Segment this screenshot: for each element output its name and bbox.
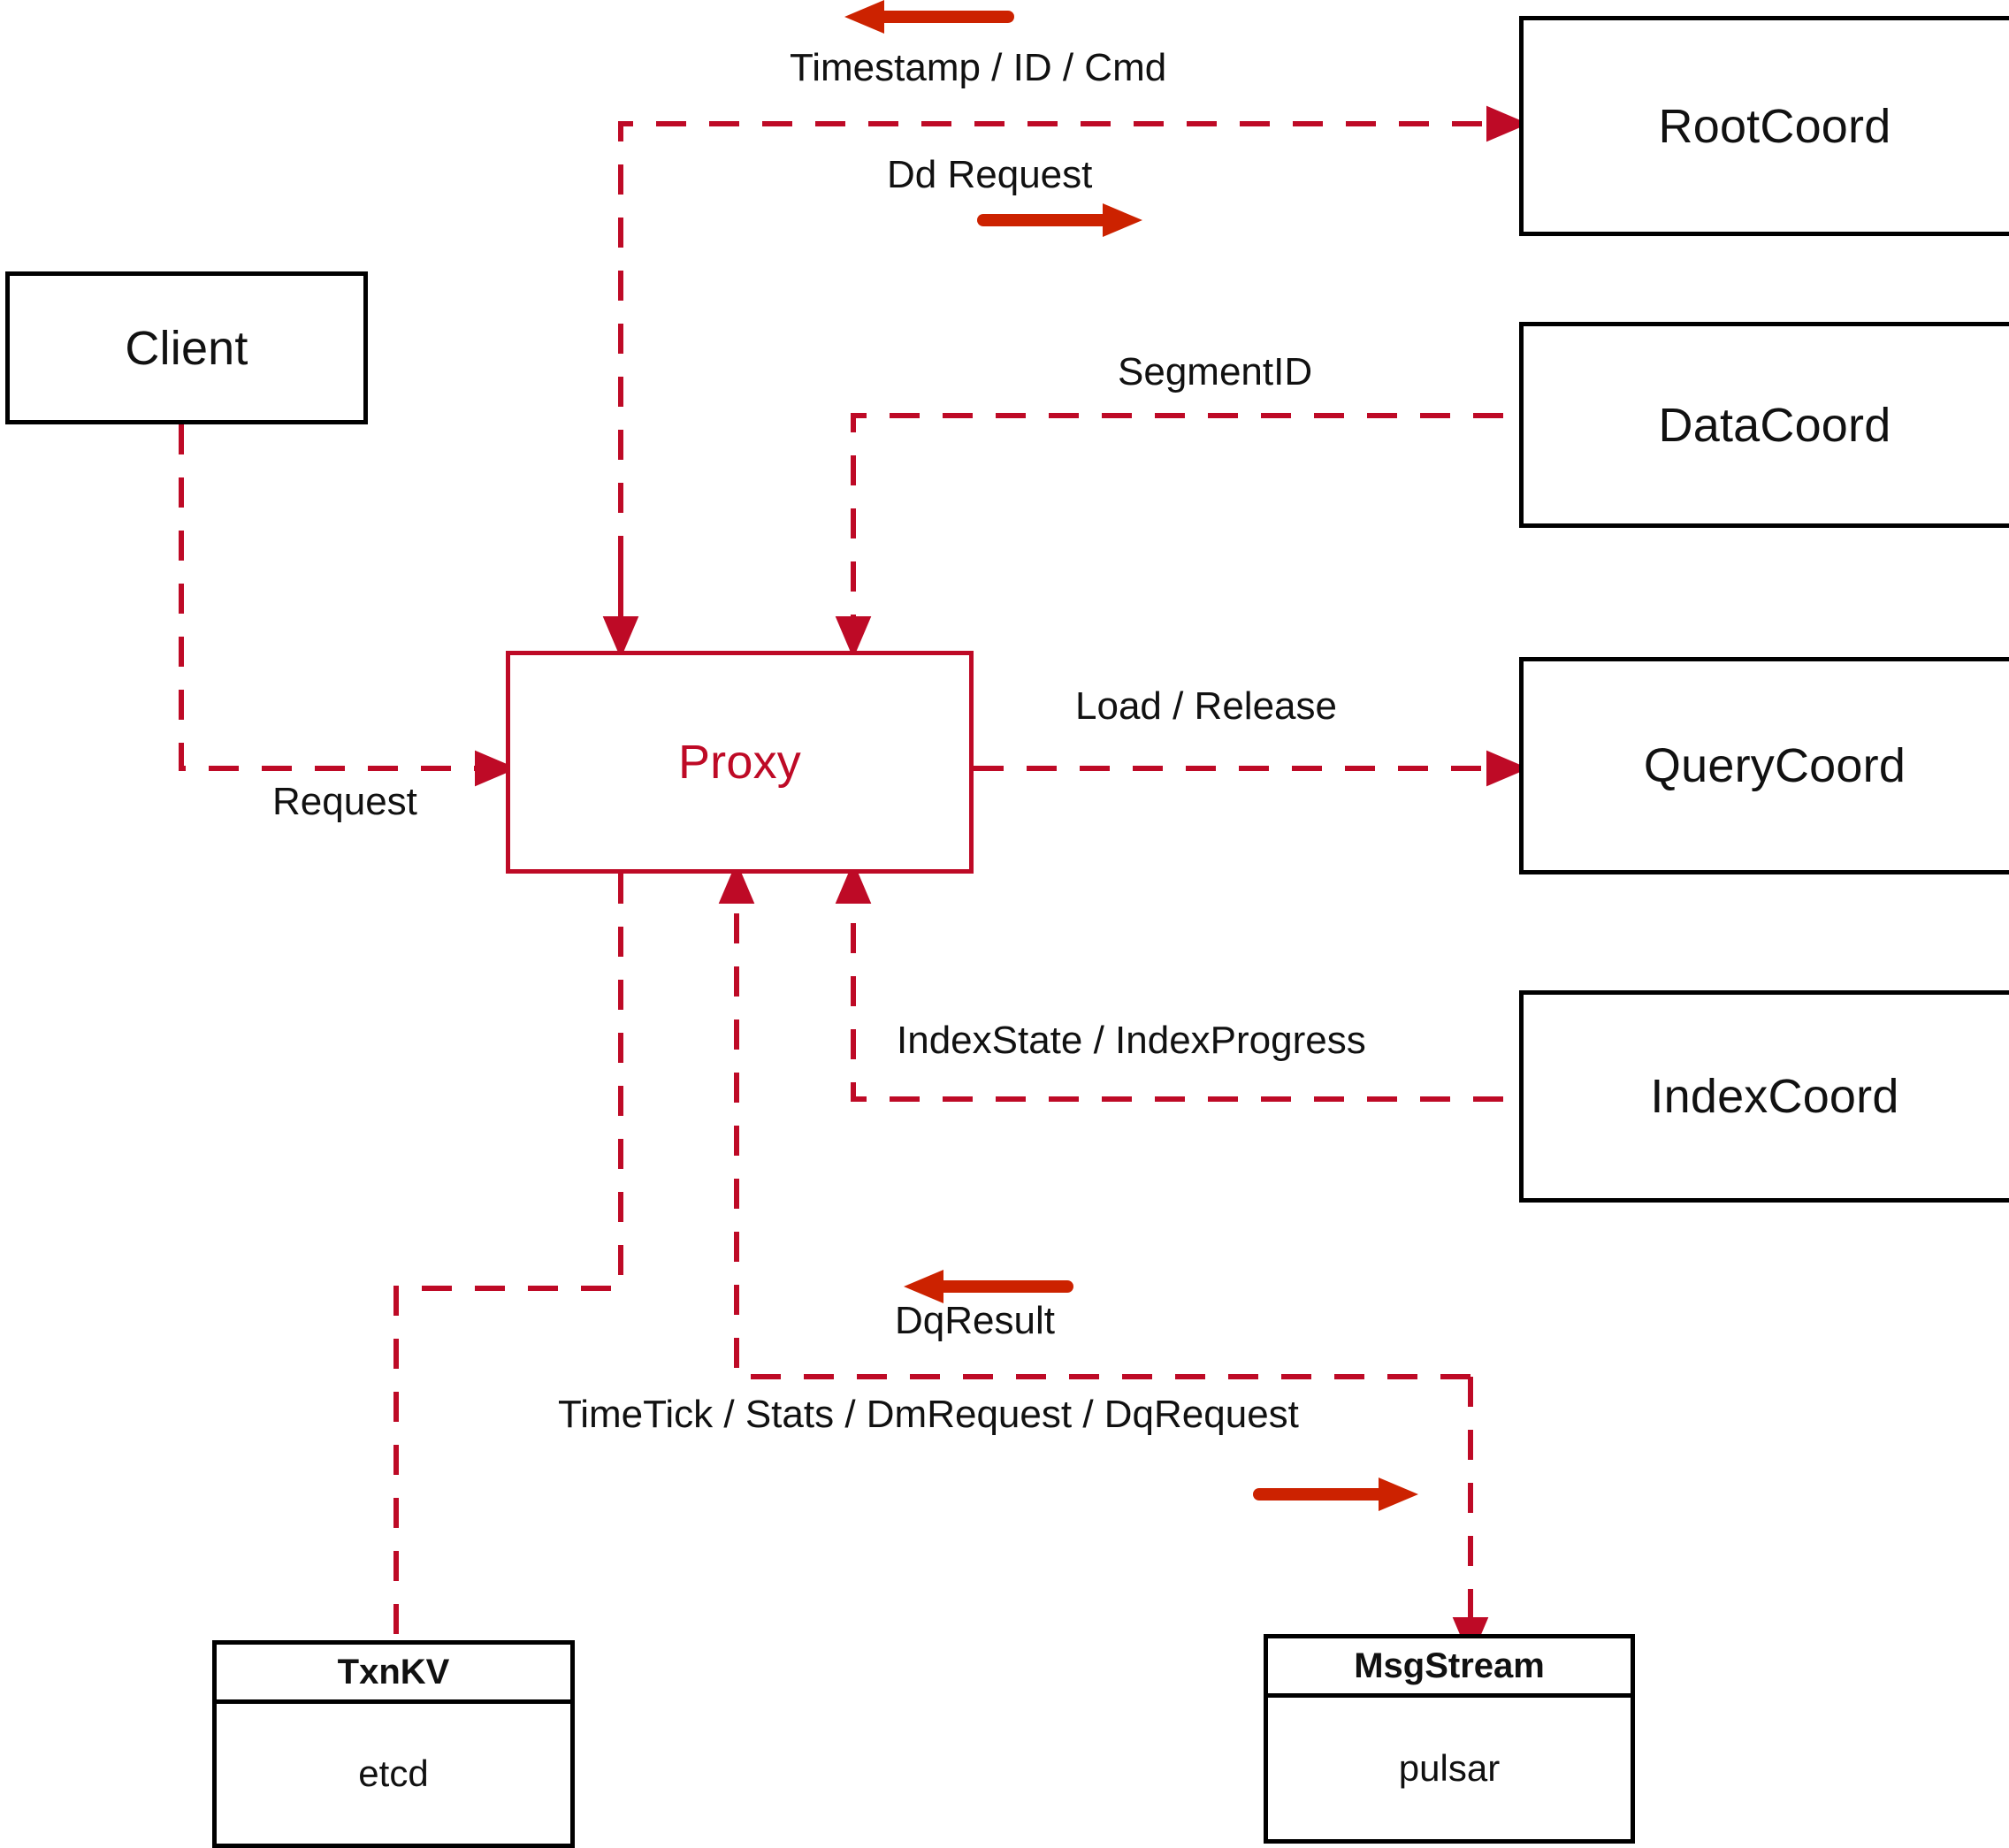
- node-client-label: Client: [125, 321, 248, 375]
- node-msgstream-body: pulsar: [1268, 1698, 1631, 1839]
- node-txnkv[interactable]: TxnKV etcd: [212, 1640, 575, 1848]
- direction-arrow-timestamp-icon: [844, 0, 1014, 34]
- node-querycoord-label: QueryCoord: [1643, 739, 1906, 792]
- node-proxy[interactable]: Proxy: [506, 651, 974, 874]
- node-proxy-label: Proxy: [677, 736, 802, 789]
- edge-label-request: Request: [272, 780, 417, 823]
- edge-proxy-to-txnkv: [393, 874, 623, 1640]
- node-client[interactable]: Client: [5, 271, 368, 424]
- node-datacoord[interactable]: DataCoord: [1519, 322, 2009, 528]
- node-txnkv-header: TxnKV: [217, 1645, 570, 1704]
- edge-label-load-release: Load / Release: [1075, 684, 1337, 728]
- node-msgstream[interactable]: MsgStream pulsar: [1264, 1634, 1635, 1844]
- edge-proxy-to-rootcoord: [618, 105, 1529, 619]
- edge-client-to-proxy: [179, 424, 517, 787]
- node-msgstream-header: MsgStream: [1268, 1638, 1631, 1698]
- node-indexcoord[interactable]: IndexCoord: [1519, 990, 2009, 1203]
- node-txnkv-impl: etcd: [358, 1753, 429, 1794]
- direction-arrow-ddrequest-icon: [977, 203, 1142, 237]
- node-indexcoord-label: IndexCoord: [1650, 1070, 1899, 1123]
- edge-label-dd-request: Dd Request: [887, 153, 1093, 196]
- node-rootcoord[interactable]: RootCoord: [1519, 16, 2009, 236]
- node-querycoord[interactable]: QueryCoord: [1519, 657, 2009, 874]
- node-rootcoord-label: RootCoord: [1658, 99, 1891, 153]
- edge-label-segment-id: SegmentID: [1118, 350, 1313, 393]
- edge-label-dq-result: DqResult: [895, 1299, 1055, 1342]
- direction-arrow-dqresult-icon: [904, 1270, 1073, 1303]
- node-txnkv-body: etcd: [217, 1704, 570, 1844]
- node-msgstream-title: MsgStream: [1354, 1646, 1545, 1685]
- node-msgstream-impl: pulsar: [1398, 1747, 1501, 1789]
- edge-label-timestamp-id-cmd: Timestamp / ID / Cmd: [790, 46, 1167, 89]
- edge-label-index-state-progress: IndexState / IndexProgress: [897, 1019, 1366, 1062]
- edge-label-timetick-stats: TimeTick / Stats / DmRequest / DqRequest: [558, 1393, 1299, 1436]
- node-datacoord-label: DataCoord: [1658, 398, 1891, 452]
- node-txnkv-title: TxnKV: [337, 1652, 450, 1691]
- edge-datacoord-to-proxy: [835, 413, 1503, 659]
- edge-indexcoord-to-proxy: [835, 861, 1503, 1102]
- direction-arrow-timetick-icon: [1253, 1478, 1418, 1511]
